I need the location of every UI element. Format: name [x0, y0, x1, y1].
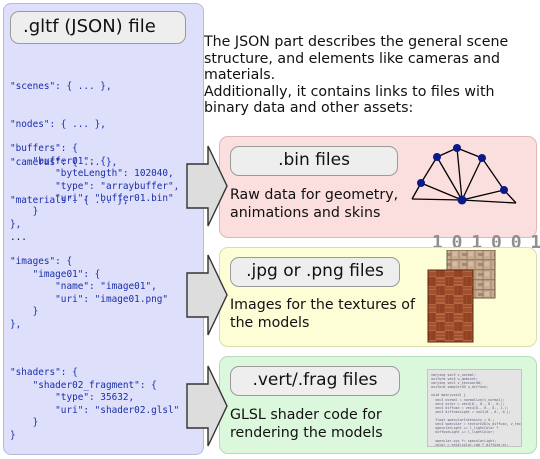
key-ellipsis: ...: [10, 232, 27, 244]
gltf-file-panel: .gltf (JSON) file "scenes": { ... }, "no…: [3, 3, 204, 455]
arrow-to-images-icon: [186, 254, 228, 336]
image-files-box: .jpg or .png files Images for the textur…: [219, 247, 537, 347]
top-keys-list: "scenes": { ... }, "nodes": { ... }, "ca…: [10, 56, 129, 270]
key-cameras: "cameras": { ... },: [10, 156, 118, 168]
image-files-description: Images for the textures of the models: [230, 297, 415, 331]
bin-files-title: .bin files: [230, 146, 398, 176]
shader-files-description: GLSL shader code for rendering the model…: [230, 407, 383, 441]
key-materials: "materials": { ... },: [10, 194, 129, 206]
shaders-code-block: "shaders": { "shader02_fragment": { "typ…: [10, 367, 180, 441]
gltf-file-title: .gltf (JSON) file: [10, 11, 186, 44]
intro-text: The JSON part describes the general scen…: [204, 34, 540, 117]
arrow-to-shaders-icon: [186, 365, 228, 447]
shader-files-title: .vert/.frag files: [230, 366, 400, 396]
shader-files-box: .vert/.frag files GLSL shader code for r…: [219, 356, 537, 454]
arrow-to-bin-icon: [186, 145, 228, 227]
buffers-code-block: "buffers": { "buffer01": { "byteLength":…: [10, 143, 180, 230]
intro-paragraph: The JSON part describes the general scen…: [204, 34, 509, 117]
images-code-block: "images": { "image01": { "name": "image0…: [10, 256, 169, 330]
key-scenes: "scenes": { ... },: [10, 81, 112, 93]
shader-code-thumbnail: varying vec3 v_normal; uniform vec4 u_am…: [427, 369, 522, 447]
image-files-title: .jpg or .png files: [230, 257, 400, 287]
binary-digits-top: 1 0 1 0 0 1: [432, 232, 540, 253]
texture-images-icon: [427, 250, 496, 343]
bin-files-description: Raw data for geometry, animations and sk…: [230, 187, 399, 221]
key-nodes: "nodes": { ... },: [10, 118, 106, 130]
bin-files-box: .bin files Raw data for geometry, animat…: [219, 136, 540, 314]
skeleton-graph-icon: [411, 144, 517, 205]
